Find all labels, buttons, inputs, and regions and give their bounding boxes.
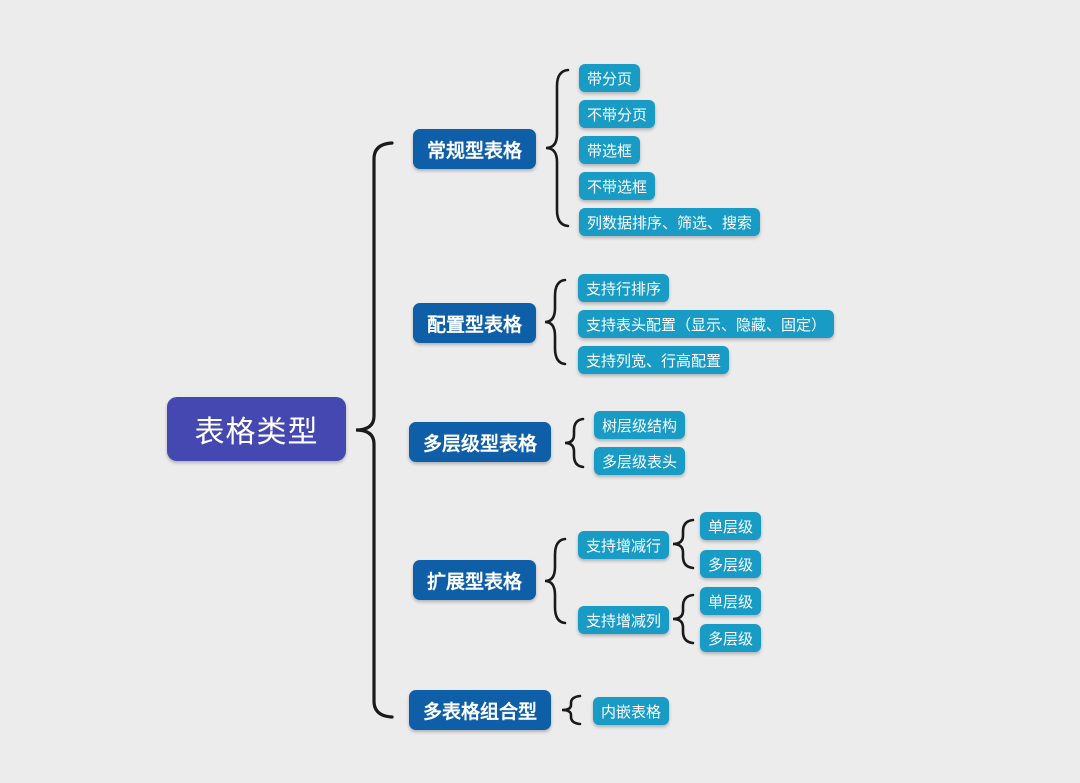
subleaf-node[interactable]: 多层级	[700, 550, 762, 578]
subleaf-node[interactable]: 单层级	[700, 587, 762, 615]
leaf-node[interactable]: 列数据排序、筛选、搜索	[579, 208, 761, 236]
brace-connector	[672, 518, 695, 570]
leaf-node[interactable]: 树层级结构	[594, 411, 686, 439]
leaf-node[interactable]: 支持增减行	[578, 531, 670, 559]
branch-node-combined-table[interactable]: 多表格组合型	[409, 690, 552, 730]
leaf-node[interactable]: 内嵌表格	[593, 697, 670, 725]
branch-node-multilevel-table[interactable]: 多层级型表格	[409, 422, 552, 462]
leaf-node[interactable]: 支持行排序	[578, 274, 670, 302]
brace-connector	[545, 68, 570, 228]
brace-root-connector	[355, 141, 394, 719]
subleaf-node[interactable]: 多层级	[700, 624, 762, 652]
leaf-node[interactable]: 不带选框	[579, 172, 656, 200]
brace-connector	[544, 278, 567, 366]
branch-node-extend-table[interactable]: 扩展型表格	[413, 560, 537, 600]
brace-connector	[564, 417, 585, 469]
root-node[interactable]: 表格类型	[167, 397, 346, 461]
branch-node-config-table[interactable]: 配置型表格	[413, 303, 537, 343]
subleaf-node[interactable]: 单层级	[700, 512, 762, 540]
brace-connector	[672, 593, 695, 645]
leaf-node[interactable]: 带选框	[579, 136, 641, 164]
leaf-node[interactable]: 多层级表头	[594, 447, 686, 475]
leaf-node[interactable]: 支持表头配置（显示、隐藏、固定）	[578, 310, 835, 338]
branch-node-regular-table[interactable]: 常规型表格	[413, 129, 537, 169]
brace-connector	[561, 694, 582, 726]
leaf-node[interactable]: 支持增减列	[578, 606, 670, 634]
leaf-node[interactable]: 不带分页	[579, 100, 656, 128]
leaf-node[interactable]: 带分页	[579, 64, 641, 92]
brace-connector	[544, 537, 567, 625]
leaf-node[interactable]: 支持列宽、行高配置	[578, 346, 730, 374]
